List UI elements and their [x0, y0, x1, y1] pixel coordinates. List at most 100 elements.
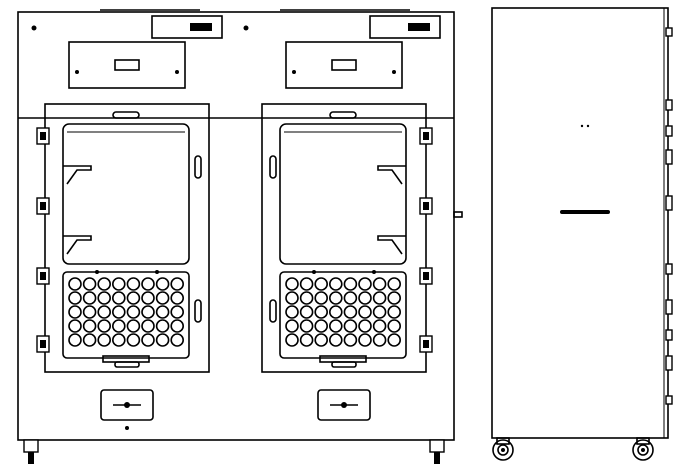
- screw-icon: [31, 25, 37, 31]
- glove-port: [372, 319, 387, 333]
- glove-port: [372, 333, 387, 347]
- glove-port: [314, 305, 329, 319]
- glove-port: [155, 319, 170, 333]
- glove-port: [155, 291, 170, 305]
- door-handle: [194, 155, 202, 179]
- lower-access-plate: [317, 389, 371, 421]
- switch-icon: [190, 23, 212, 31]
- door-latch-top: [112, 111, 140, 119]
- glove-port: [299, 319, 314, 333]
- screw-icon: [312, 270, 316, 274]
- door-handle: [194, 299, 202, 323]
- glove-port: [328, 291, 343, 305]
- door-handle: [269, 155, 277, 179]
- glove-port: [68, 291, 82, 305]
- control-box: [369, 15, 441, 39]
- glove-port: [155, 277, 170, 291]
- screw-icon: [75, 70, 79, 74]
- glove-port: [372, 305, 387, 319]
- port-plate: [62, 271, 190, 359]
- glove-port: [343, 305, 358, 319]
- glove-port: [358, 319, 372, 333]
- side-fitting: [665, 395, 673, 405]
- glove-port: [358, 291, 372, 305]
- glove-port: [68, 319, 82, 333]
- glove-port: [170, 319, 184, 333]
- side-fitting: [665, 329, 673, 341]
- glove-port: [299, 291, 314, 305]
- glove-port: [387, 305, 402, 319]
- glove-port: [299, 305, 314, 319]
- screw-icon: [95, 270, 99, 274]
- hinge-pin: [423, 340, 429, 348]
- door-latch-bottom: [331, 361, 357, 368]
- shelf-bracket: [377, 235, 406, 255]
- glove-port: [387, 291, 402, 305]
- drip-tray: [102, 355, 150, 363]
- glove-port: [126, 277, 141, 291]
- glove-port: [97, 305, 111, 319]
- screw-icon: [155, 270, 159, 274]
- glove-port: [126, 291, 141, 305]
- glove-port: [170, 333, 184, 347]
- hinge-pin: [423, 202, 429, 210]
- glove-port: [97, 291, 111, 305]
- glove-port: [170, 277, 184, 291]
- screw-icon: [292, 70, 296, 74]
- glove-port: [141, 333, 155, 347]
- glove-port: [372, 277, 387, 291]
- side-fitting: [665, 195, 673, 211]
- glove-port: [112, 333, 126, 347]
- glove-port: [358, 305, 372, 319]
- door-unit: [36, 15, 223, 430]
- door-latch-top: [329, 111, 357, 119]
- side-fitting: [665, 27, 673, 37]
- knob-icon: [341, 402, 347, 408]
- glove-port: [343, 277, 358, 291]
- glove-port: [328, 305, 343, 319]
- access-panel: [285, 41, 403, 89]
- lower-access-plate: [100, 389, 154, 421]
- door-handle: [269, 299, 277, 323]
- glove-port: [328, 333, 343, 347]
- glove-port: [68, 277, 82, 291]
- glove-port: [314, 277, 329, 291]
- cabinet-body: [17, 11, 455, 441]
- screw-icon: [175, 70, 179, 74]
- hinge-pin: [40, 202, 46, 210]
- knob-icon: [124, 402, 130, 408]
- glove-port: [358, 277, 372, 291]
- glove-port: [285, 333, 299, 347]
- glove-port: [141, 305, 155, 319]
- hinge-pin: [423, 132, 429, 140]
- glove-port: [343, 291, 358, 305]
- hinge-pin: [40, 340, 46, 348]
- port-plate: [279, 271, 407, 359]
- glovebox-window: [62, 123, 190, 265]
- shelf-bracket: [377, 165, 406, 185]
- glove-port: [170, 291, 184, 305]
- glove-port: [155, 333, 170, 347]
- glove-port: [328, 319, 343, 333]
- door-frame: [44, 103, 210, 373]
- glove-port: [112, 305, 126, 319]
- side-fittings: [665, 27, 673, 405]
- hinge-pin: [40, 132, 46, 140]
- glove-port: [97, 319, 111, 333]
- side-fitting: [665, 299, 673, 315]
- glove-port: [328, 277, 343, 291]
- hinge-pin: [40, 272, 46, 280]
- door-frame: [261, 103, 427, 373]
- glove-port: [314, 333, 329, 347]
- panel-slot: [114, 59, 140, 71]
- glove-port: [387, 277, 402, 291]
- switch-icon: [408, 23, 430, 31]
- glove-port: [343, 319, 358, 333]
- side-handle-bar: [560, 210, 610, 214]
- screw-icon: [392, 70, 396, 74]
- screw-icon: [243, 25, 249, 31]
- drip-tray: [319, 355, 367, 363]
- front-view: [17, 9, 463, 464]
- hinge-pin: [423, 272, 429, 280]
- side-wheels: [492, 437, 654, 461]
